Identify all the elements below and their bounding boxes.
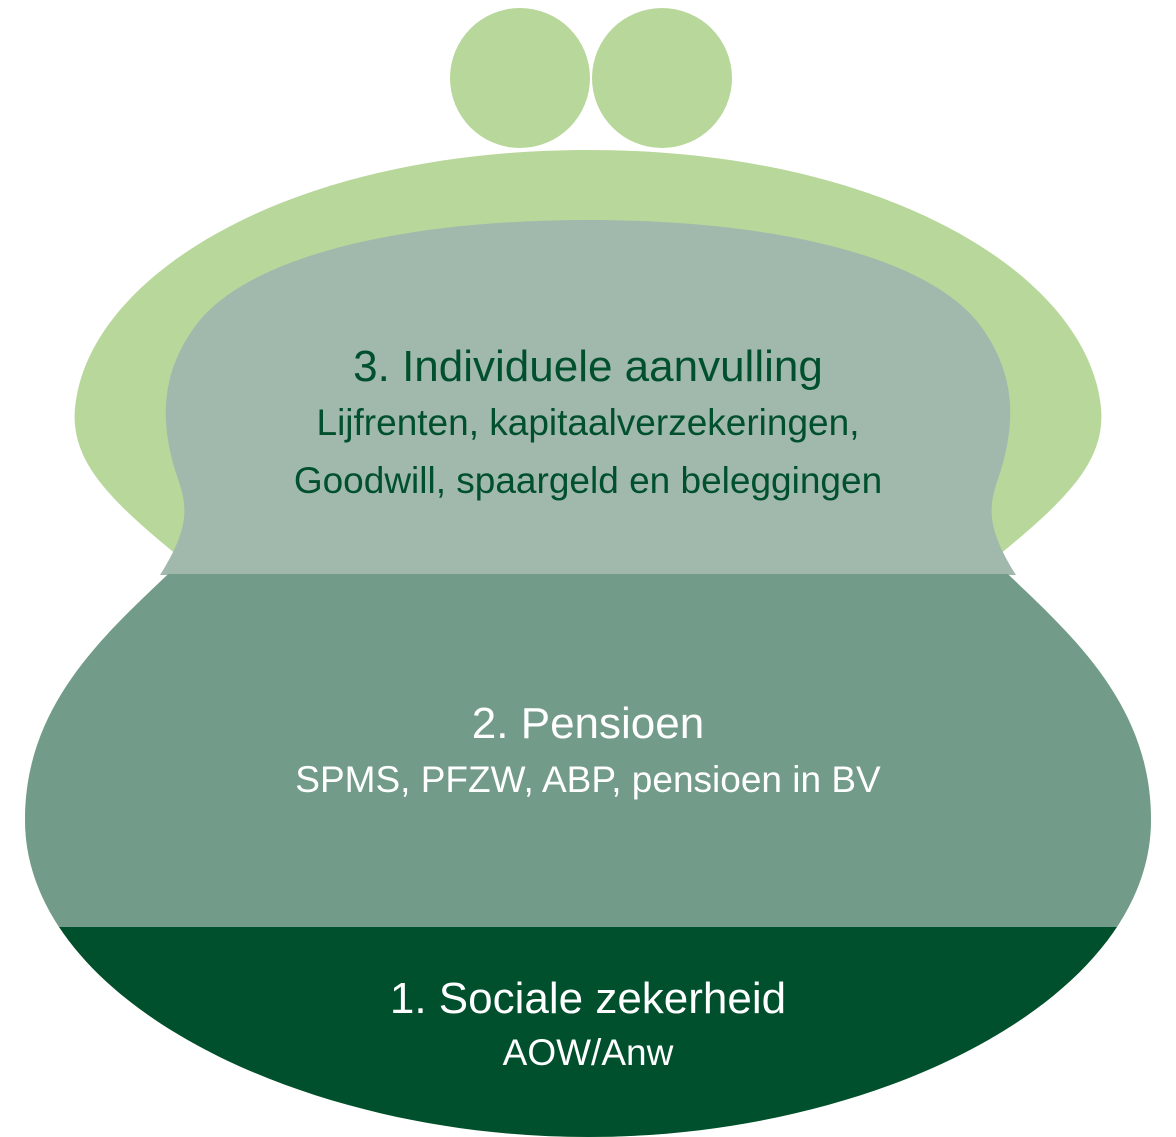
layer-3-line-2: Goodwill, spaargeld en beleggingen xyxy=(293,460,883,501)
layer-3-text: 3. Individuele aanvulling Lijfrenten, ka… xyxy=(0,340,1176,510)
layer-3-individuele-aanvulling xyxy=(160,220,1016,575)
clasp-knob-right xyxy=(592,8,732,148)
layer-2-pensioen xyxy=(25,574,1151,928)
layer-3-title: 3. Individuele aanvulling xyxy=(353,342,823,391)
layer-1-text: 1. Sociale zekerheid AOW/Anw xyxy=(0,972,1176,1080)
layer-1-title: 1. Sociale zekerheid xyxy=(389,974,787,1023)
layer-1-line-1: AOW/Anw xyxy=(502,1032,674,1073)
layer-3-line-1: Lijfrenten, kapitaalverzekeringen, xyxy=(316,402,860,443)
clasp-knob-left xyxy=(450,8,590,148)
layer-2-title: 2. Pensioen xyxy=(471,699,705,748)
layer-2-text: 2. Pensioen SPMS, PFZW, ABP, pensioen in… xyxy=(0,697,1176,809)
layer-2-line-1: SPMS, PFZW, ABP, pensioen in BV xyxy=(295,759,881,800)
